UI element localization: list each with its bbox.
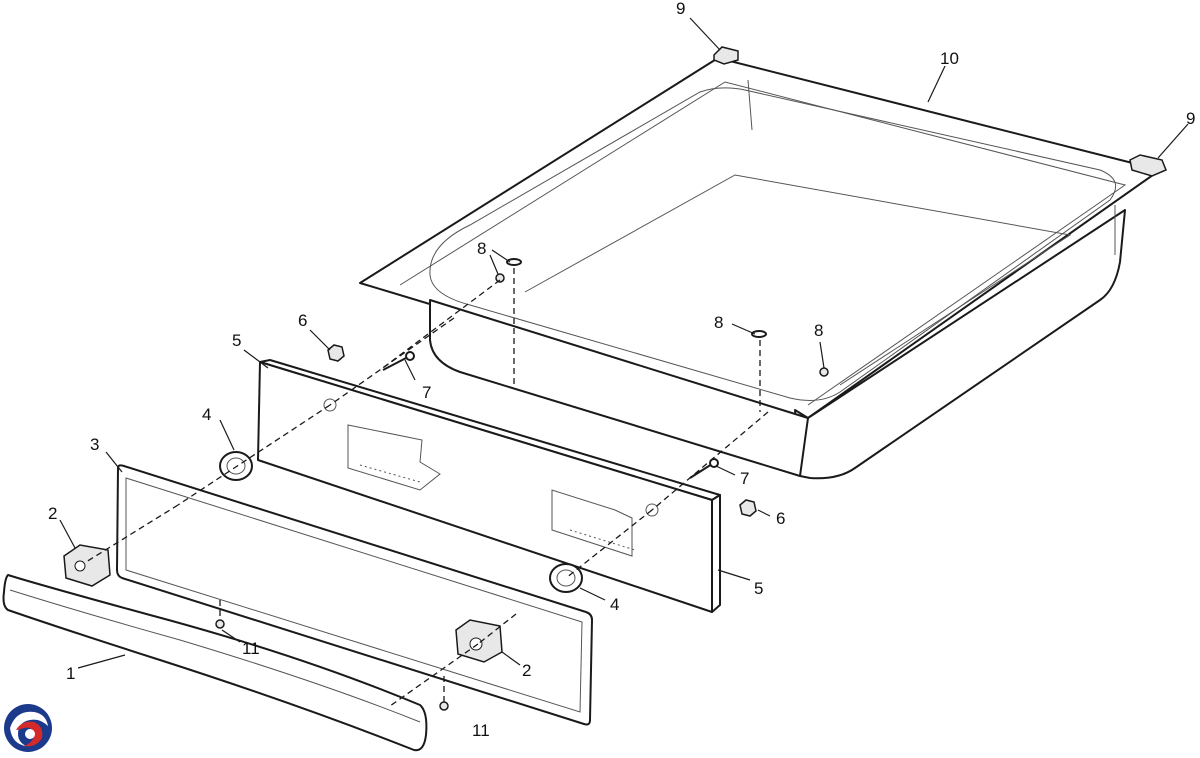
callout-4-left: 4 [202, 405, 211, 424]
screw-part-11-b [439, 701, 449, 711]
callout-2-left: 2 [48, 504, 57, 523]
drawer-front-inner-part-5 [257, 359, 721, 613]
callout-5-bottom: 5 [754, 579, 763, 598]
bushing-part-4-right [549, 563, 583, 593]
callout-8-right: 8 [814, 321, 823, 340]
brand-logo-icon [4, 704, 52, 752]
callout-2-right: 2 [522, 661, 531, 680]
callout-11-left: 11 [242, 639, 260, 658]
corner-clip-part-9-left [713, 46, 739, 65]
callout-7-left: 7 [422, 383, 431, 402]
callout-8-mid: 8 [714, 313, 723, 332]
nut-part-6-right [739, 499, 757, 517]
bolt-part-7-left [382, 351, 415, 371]
bushing-part-4-left [219, 451, 253, 481]
callout-11-bottom: 11 [472, 721, 490, 740]
callout-5-top: 5 [232, 331, 241, 350]
drawer-handle-part-1 [2, 574, 428, 752]
callout-4-right: 4 [610, 595, 619, 614]
callout-9-top: 9 [676, 0, 685, 18]
bolt-part-7-right [689, 458, 719, 479]
callout-6-left: 6 [298, 311, 307, 330]
callout-10: 10 [940, 49, 959, 68]
screw-part-8-d [819, 367, 829, 377]
callout-7-right: 7 [740, 469, 749, 488]
callout-3: 3 [90, 435, 99, 454]
handle-bracket-part-2-left [63, 544, 111, 587]
drawer-tub-part-10 [359, 57, 1161, 480]
drawer-front-panel-part-3 [116, 464, 593, 726]
leader-lines [59, 17, 1189, 669]
screw-part-8-a [506, 258, 522, 266]
screw-part-8-c [751, 330, 767, 338]
nut-part-6-left [327, 344, 345, 362]
handle-bracket-part-2-right [455, 619, 503, 663]
callout-1: 1 [66, 664, 75, 683]
callout-8-top: 8 [477, 239, 486, 258]
assembly-lines [85, 268, 769, 707]
screw-part-11-a [215, 619, 225, 629]
callout-6-right: 6 [776, 509, 785, 528]
corner-clip-part-9-right [1129, 154, 1167, 177]
callout-9-right: 9 [1186, 109, 1195, 128]
screw-part-8-b [495, 273, 505, 283]
